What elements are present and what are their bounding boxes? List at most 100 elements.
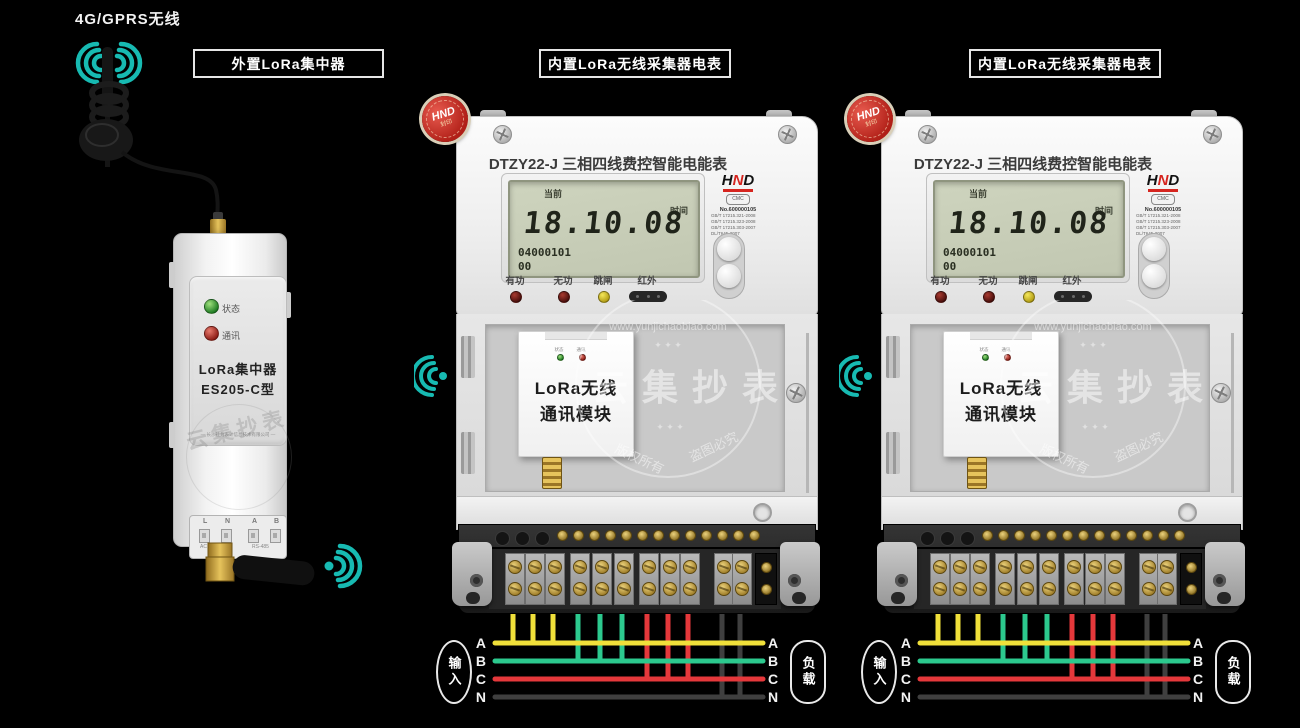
terminal bbox=[545, 553, 565, 605]
terminal-screw-icon bbox=[548, 560, 562, 574]
module-led1-label: 状态 bbox=[554, 347, 564, 352]
signal-waves-icon bbox=[324, 543, 363, 589]
standards-list: GB/T 17215.321-2008 GB/T 17215.323-2008 … bbox=[1136, 213, 1181, 236]
terminal-screw-icon bbox=[1042, 582, 1056, 596]
terminal-screw-icon bbox=[642, 560, 656, 574]
standards-list: GB/T 17215.321-2008 GB/T 17215.323-2008 … bbox=[711, 213, 756, 236]
terminal-screw-icon bbox=[1088, 582, 1102, 596]
module-name-line2: 通讯模块 bbox=[965, 405, 1037, 424]
terminal bbox=[995, 553, 1015, 605]
trip-led-icon bbox=[598, 291, 610, 303]
cable-hole bbox=[960, 531, 975, 546]
side-notch bbox=[285, 292, 291, 318]
serial-number: No.600000105 bbox=[719, 207, 757, 213]
antenna-cable bbox=[120, 150, 220, 224]
cover-screw-icon bbox=[1030, 530, 1041, 541]
phase-label: B bbox=[768, 653, 779, 669]
terminal-screw-icon bbox=[1088, 560, 1102, 574]
screw-icon bbox=[1203, 125, 1222, 144]
terminal-screw-icon bbox=[683, 582, 697, 596]
terminal bbox=[525, 553, 545, 605]
lcd-screen: 当前 时间 18.10.08 04000101 00 bbox=[933, 180, 1125, 278]
terminal bbox=[1064, 553, 1084, 605]
terminal bbox=[592, 553, 612, 605]
input-tag: 输入 bbox=[436, 640, 472, 704]
port-caption: RS-485 bbox=[252, 544, 269, 550]
cover-screw-icon bbox=[749, 530, 760, 541]
meter-title: DTZY22-J 三相四线费控智能电能表 bbox=[913, 156, 1153, 173]
terminal-screw-icon bbox=[1020, 560, 1034, 574]
cover-screw-icon bbox=[1046, 530, 1057, 541]
cover-screw-icon bbox=[557, 530, 568, 541]
terminal-screw-icon bbox=[933, 560, 947, 574]
terminal-label: N bbox=[225, 518, 231, 525]
active-power-led-icon bbox=[935, 291, 947, 303]
hnd-logo: HND bbox=[1146, 172, 1180, 189]
terminal bbox=[614, 553, 634, 605]
phase-label: N bbox=[475, 689, 486, 705]
cover-screw-icon bbox=[1126, 530, 1137, 541]
phase-label: A bbox=[900, 635, 911, 651]
lcd-code1: 04000101 bbox=[943, 246, 996, 259]
indicator-label: 无功 bbox=[553, 276, 573, 287]
terminal bbox=[930, 553, 950, 605]
terminal bbox=[1039, 553, 1059, 605]
panel-groove bbox=[1231, 333, 1234, 493]
module-led2-label: 通讯 bbox=[576, 347, 586, 352]
lora-module: 状态 通讯 LoRa无线 通讯模块 bbox=[518, 331, 634, 457]
hinge bbox=[886, 336, 900, 378]
indicator-label: 跳闸 bbox=[593, 276, 613, 287]
seal-hole bbox=[1178, 503, 1197, 522]
module-status-led-icon bbox=[982, 354, 989, 361]
lcd-value: 18.10.08 bbox=[946, 206, 1112, 241]
cover-screw-icon bbox=[653, 530, 664, 541]
terminal-screw-icon bbox=[508, 560, 522, 574]
concentrator-body: 状态 通讯 LoRa集中器 ES205-C型 — 长沙社为表计信息技术有限公司 … bbox=[169, 233, 304, 559]
button-panel bbox=[1138, 233, 1170, 299]
terminal bbox=[1105, 553, 1125, 605]
terminal bbox=[505, 553, 525, 605]
terminal-screw-icon bbox=[973, 582, 987, 596]
terminal-screw-icon bbox=[595, 560, 609, 574]
module-notch bbox=[545, 332, 607, 340]
aux-terminal bbox=[755, 553, 777, 605]
smart-meter: DTZY22-J 三相四线费控智能电能表 当前 时间 18.10.08 0400… bbox=[414, 90, 826, 728]
terminal bbox=[714, 553, 734, 605]
terminal bbox=[199, 529, 210, 543]
terminal-screw-icon bbox=[735, 560, 749, 574]
terminal bbox=[1017, 553, 1037, 605]
input-tag: 输入 bbox=[861, 640, 897, 704]
terminal-screw-icon bbox=[953, 582, 967, 596]
cover-screw-icon bbox=[998, 530, 1009, 541]
terminal-screw-icon bbox=[933, 582, 947, 596]
module-name-line1: LoRa无线 bbox=[959, 379, 1043, 398]
module-status-led-icon bbox=[557, 354, 564, 361]
terminal-label: L bbox=[203, 518, 208, 525]
indicator-label: 红外 bbox=[1062, 276, 1082, 287]
hnd-logo: HND bbox=[721, 172, 755, 189]
phase-label: C bbox=[1193, 671, 1204, 687]
hinge bbox=[461, 336, 475, 378]
mounting-ear bbox=[1205, 542, 1245, 606]
terminal bbox=[680, 553, 700, 605]
cover-screw-icon bbox=[1014, 530, 1025, 541]
terminal-cover bbox=[883, 524, 1241, 614]
cover-screw-icon bbox=[605, 530, 616, 541]
indicator-label: 无功 bbox=[978, 276, 998, 287]
indicator-label: 有功 bbox=[505, 276, 525, 287]
lcd-value: 18.10.08 bbox=[521, 206, 687, 241]
terminal-screw-icon bbox=[642, 582, 656, 596]
terminal-screw-icon bbox=[548, 582, 562, 596]
lcd-frame: 当前 时间 18.10.08 04000101 00 bbox=[501, 173, 705, 283]
cover-screw-icon bbox=[1158, 530, 1169, 541]
terminal bbox=[248, 529, 259, 543]
mounting-ear bbox=[452, 542, 492, 606]
phase-label: A bbox=[768, 635, 779, 651]
cover-screw-icon bbox=[717, 530, 728, 541]
cover-screw-icon bbox=[669, 530, 680, 541]
terminal-screw-icon bbox=[573, 560, 587, 574]
terminal-label: B bbox=[274, 518, 280, 525]
status-led-label: 状态 bbox=[222, 304, 241, 314]
lora-concentrator: 状态 通讯 LoRa集中器 ES205-C型 — 长沙社为表计信息技术有限公司 … bbox=[166, 210, 386, 650]
terminal-panel: L N A B AC 220V RS-485 bbox=[189, 515, 287, 559]
